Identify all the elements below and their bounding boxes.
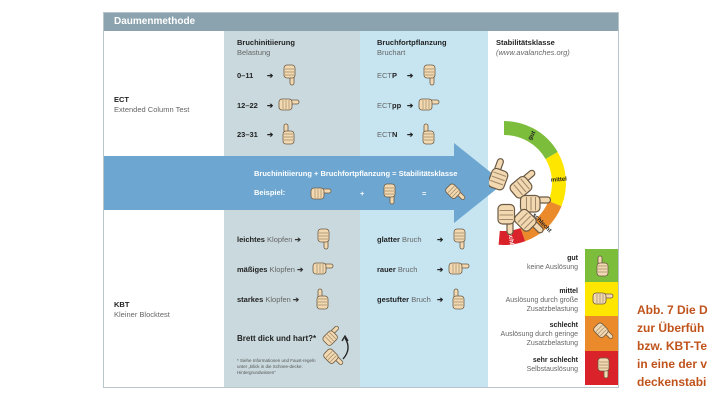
- thumb-down-icon: [383, 183, 396, 205]
- thumb-icon: [317, 228, 330, 250]
- figure-caption-line: in eine der v: [637, 357, 708, 371]
- col3-subtitle: Bruchart: [377, 48, 406, 57]
- arrow-example-label: Beispiel:: [254, 188, 286, 197]
- kbt-initiation-item: mäßiges Klopfen ➔: [237, 265, 304, 274]
- kbt-fracture-item: gestufter Bruch: [377, 295, 431, 304]
- curved-arrow-icon: [341, 335, 349, 360]
- gauge-segment-1: [545, 152, 566, 207]
- figure-caption-line: deckenstabi: [637, 375, 707, 389]
- arrow-equals: =: [422, 189, 427, 198]
- ect-title: ECT: [114, 95, 129, 104]
- figure-daumenmethode: Daumenmethode ECT Extended Column Test K…: [103, 12, 619, 388]
- brett-question: Brett dick und hart?*: [237, 334, 317, 343]
- arrow-formula: Bruchinitiierung + Bruchfortpflanzung = …: [254, 169, 458, 178]
- ect-initiation-score: 12–22: [237, 101, 258, 110]
- ect-subtitle: Extended Column Test: [114, 105, 190, 114]
- thumb-icon: [316, 288, 329, 310]
- legend-color-0: [585, 249, 618, 282]
- arrow-plus: +: [360, 189, 365, 198]
- arrow-right-icon: ➔: [437, 295, 444, 304]
- gauge-label: mittel: [551, 177, 568, 184]
- thumb-icon: [597, 357, 610, 379]
- arrow-right-icon: ➔: [437, 235, 444, 244]
- thumb-icon: [448, 262, 470, 275]
- thumb-icon: [278, 98, 300, 111]
- arrow-right-icon: ➔: [407, 130, 414, 139]
- arrow-right-icon: ➔: [407, 71, 414, 80]
- flow-arrow: [104, 143, 504, 223]
- legend-color-2: [585, 316, 618, 351]
- ect-fracture-type: ECTpp: [377, 101, 402, 110]
- kbt-fracture-item: glatter Bruch: [377, 235, 422, 244]
- gauge-label: gut: [527, 130, 537, 141]
- legend-color-3: [585, 351, 618, 385]
- col4-subtitle: (www.avalanches.org): [496, 48, 570, 57]
- gauge-segment-3: [498, 228, 526, 245]
- thumb-icon: [282, 123, 295, 145]
- figure-caption-line: Abb. 7 Die D: [637, 303, 708, 317]
- arrow-right-icon: ➔: [267, 101, 274, 110]
- gauge-label: sehr schlecht: [505, 218, 516, 253]
- kbt-initiation-item: starkes Klopfen ➔: [237, 295, 300, 304]
- footnote: * Siehe Informationen und Faust-regeln u…: [237, 358, 316, 375]
- kbt-subtitle: Kleiner Blocktest: [114, 310, 170, 319]
- thumb-icon: [283, 64, 296, 86]
- ect-fracture-type: ECTP: [377, 71, 398, 80]
- kbt-fracture-item: rauer Bruch: [377, 265, 418, 274]
- kbt-initiation-item: leichtes Klopfen ➔: [237, 235, 301, 244]
- col2-title: Bruchinitiierung: [237, 38, 295, 47]
- arrow-right-icon: ➔: [267, 130, 274, 139]
- gauge-segment-2: [520, 200, 562, 242]
- arrow-right-icon: ➔: [407, 101, 414, 110]
- col4-title: Stabilitätsklasse: [496, 38, 555, 47]
- thumb-icon: [592, 292, 614, 305]
- col2-subtitle: Belastung: [237, 48, 271, 57]
- thumb-icon: [422, 123, 435, 145]
- legend-color-1: [585, 282, 618, 316]
- figure-caption-line: bzw. KBT-Te: [637, 339, 707, 353]
- thumb-icon: [312, 262, 334, 275]
- thumb-icon: [452, 288, 465, 310]
- figure-caption-line: zur Überfüh: [637, 321, 705, 335]
- thumb-icon: [453, 228, 466, 250]
- thumb-icon: [596, 255, 609, 277]
- ect-fracture-type: ECTN: [377, 130, 398, 139]
- gauge-segment-0: [504, 121, 558, 159]
- thumb-icon: [423, 64, 436, 86]
- thumb-icon: [591, 321, 615, 345]
- arrow-right-icon: ➔: [267, 71, 274, 80]
- thumb-icon: [418, 98, 440, 111]
- ect-initiation-score: 23–31: [237, 130, 258, 139]
- gauge-thumb-icon: [489, 156, 514, 192]
- thumb-sideways-icon: [310, 187, 332, 200]
- kbt-title: KBT: [114, 300, 130, 309]
- col3-title: Bruchfortpflanzung: [377, 38, 447, 47]
- ect-initiation-score: 0–11: [237, 71, 254, 80]
- figure-title: Daumenmethode: [104, 13, 618, 31]
- arrow-right-icon: ➔: [437, 265, 444, 274]
